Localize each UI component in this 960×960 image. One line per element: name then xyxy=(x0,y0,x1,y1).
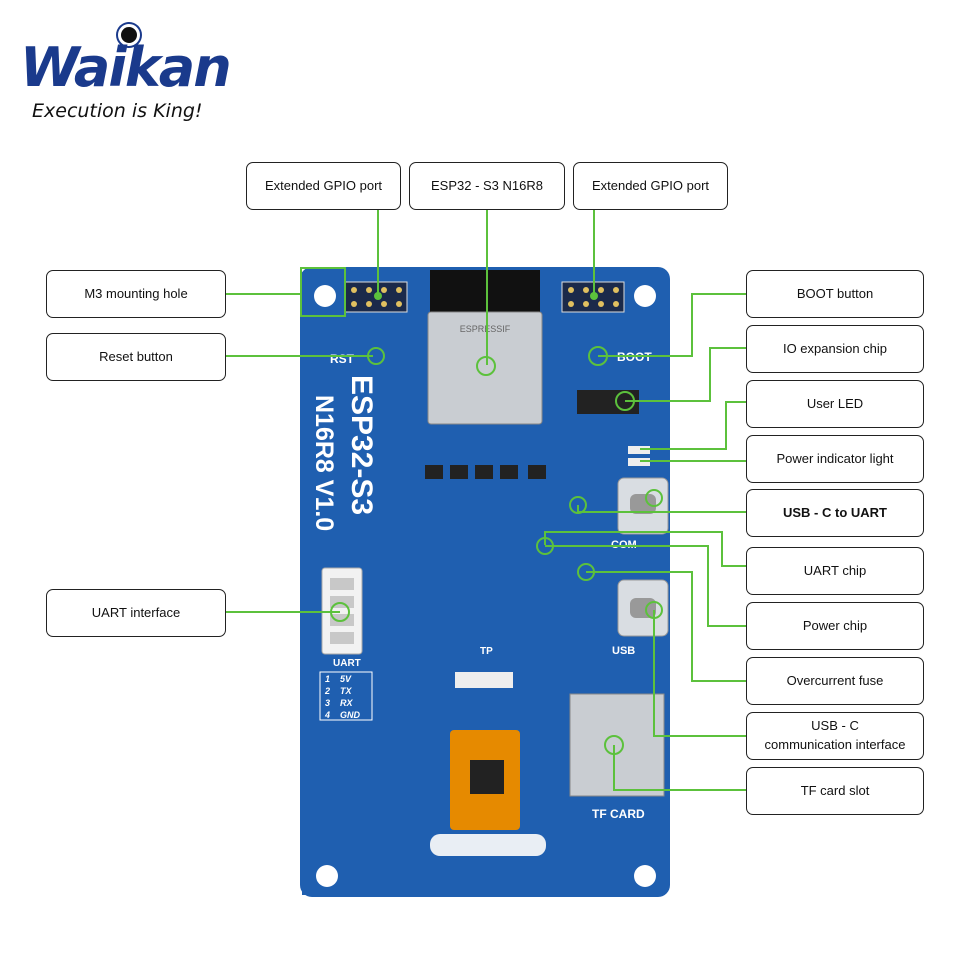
board-label-rst: RST xyxy=(330,352,355,366)
callout-m3-hole: M3 mounting hole xyxy=(46,270,226,318)
callout-gpio-right: Extended GPIO port xyxy=(573,162,728,210)
mount-hole-bl xyxy=(316,865,338,887)
led-user xyxy=(628,446,650,454)
uart-pin-name: TX xyxy=(340,686,352,696)
leader-tf xyxy=(613,745,746,791)
callout-user-led: User LED xyxy=(746,380,924,428)
callout-fuse: Overcurrent fuse xyxy=(746,657,924,705)
callout-uart-interface: UART interface xyxy=(46,589,226,637)
touch-controller xyxy=(470,760,504,794)
board-label-uart: UART xyxy=(333,658,361,669)
leader-user-led xyxy=(640,401,746,450)
mount-hole-tl xyxy=(314,285,336,307)
leader-power-chip xyxy=(545,545,746,627)
logo-wordmark: Waikan xyxy=(20,36,232,99)
display-cutout xyxy=(430,834,546,856)
callout-power-led: Power indicator light xyxy=(746,435,924,483)
esp32-module xyxy=(427,311,543,425)
touch-connector xyxy=(455,672,513,688)
callout-esp32: ESP32 - S3 N16R8 xyxy=(409,162,565,210)
mount-hole-br xyxy=(634,865,656,887)
uart-pin-num: 2 xyxy=(324,686,330,696)
leader-fuse xyxy=(586,571,746,682)
uart-pin-num: 4 xyxy=(324,710,330,720)
callout-usbc-comm-line1: USB - C xyxy=(811,718,859,734)
uart-pin-name: GND xyxy=(340,710,361,720)
callout-usbc-uart: USB - C to UART xyxy=(746,489,924,537)
board-label-usb: USB xyxy=(612,645,635,657)
uart-pin-table xyxy=(319,671,373,721)
callout-uart-chip: UART chip xyxy=(746,547,924,595)
led-power xyxy=(628,458,650,466)
callout-reset: Reset button xyxy=(46,333,226,381)
callout-io-expansion: IO expansion chip xyxy=(746,325,924,373)
m3-hole-marker xyxy=(300,267,346,317)
callout-power-chip: Power chip xyxy=(746,602,924,650)
logo-dot xyxy=(118,24,140,46)
uart-pin-num: 1 xyxy=(325,674,330,684)
board-model-line2: N16R8 V1.0 xyxy=(310,395,338,531)
uart-pin-name: 5V xyxy=(340,674,352,684)
callout-usbc-comm-line2: communication interface xyxy=(764,737,906,752)
uart-pin-num: 3 xyxy=(325,698,330,708)
board-model-line1: ESP32-S3 xyxy=(345,375,378,515)
callout-tf-slot: TF card slot xyxy=(746,767,924,815)
brand-logo: Waikan Execution is King! xyxy=(20,20,240,130)
mount-hole-tr xyxy=(634,285,656,307)
uart-pin-name: RX xyxy=(340,698,353,708)
callout-gpio-left: Extended GPIO port xyxy=(246,162,401,210)
logo-tagline: Execution is King! xyxy=(32,100,203,122)
callout-usbc-comm: USB - C communication interface xyxy=(746,712,924,760)
leader-io xyxy=(625,347,746,402)
leader-boot xyxy=(598,293,746,357)
leader-uart-chip xyxy=(544,531,746,567)
board-label-tf-card: TF CARD xyxy=(592,807,645,821)
callout-boot: BOOT button xyxy=(746,270,924,318)
esp32-module-brand: ESPRESSIF xyxy=(460,324,511,334)
tf-card-slot xyxy=(569,693,665,797)
esp32-antenna xyxy=(430,270,540,315)
board-label-tp: TP xyxy=(480,646,493,657)
leader-usbc-comm xyxy=(653,610,746,737)
